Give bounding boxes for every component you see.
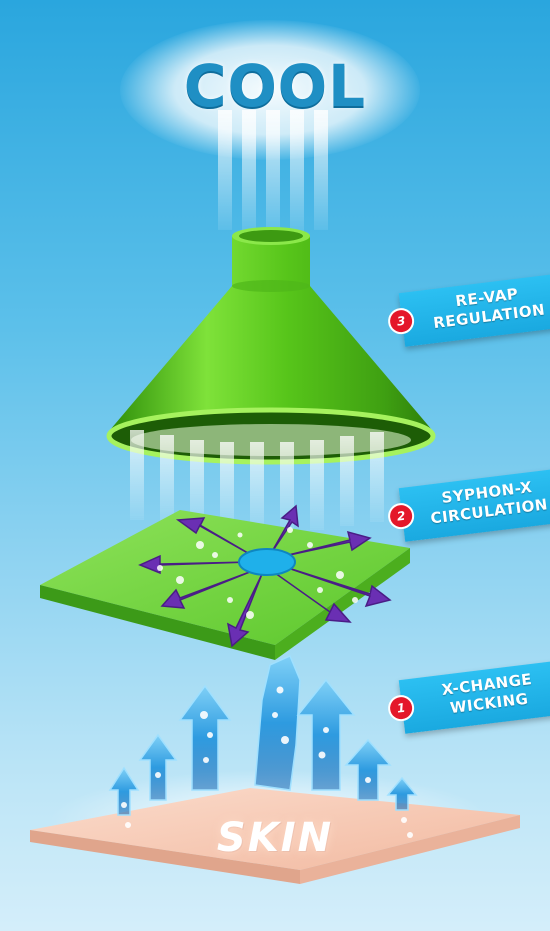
cool-title: COOL <box>183 52 367 120</box>
vapor-top <box>218 110 328 235</box>
platform-bubbles <box>157 527 358 619</box>
vapor-mid <box>130 430 384 532</box>
wicking-bubbles <box>121 686 413 838</box>
skin-label: SKIN <box>216 815 334 861</box>
circulation-arrows-icon <box>138 504 392 648</box>
center-hub <box>238 548 296 576</box>
step-label: X-CHANGE WICKING <box>421 668 550 722</box>
platform-layer <box>40 510 410 660</box>
funnel-icon <box>106 227 436 465</box>
step-label: SYPHON-X CIRCULATION <box>421 476 550 530</box>
wicking-arrows-icon <box>108 654 418 816</box>
step-label: RE-VAP REGULATION <box>421 281 550 335</box>
